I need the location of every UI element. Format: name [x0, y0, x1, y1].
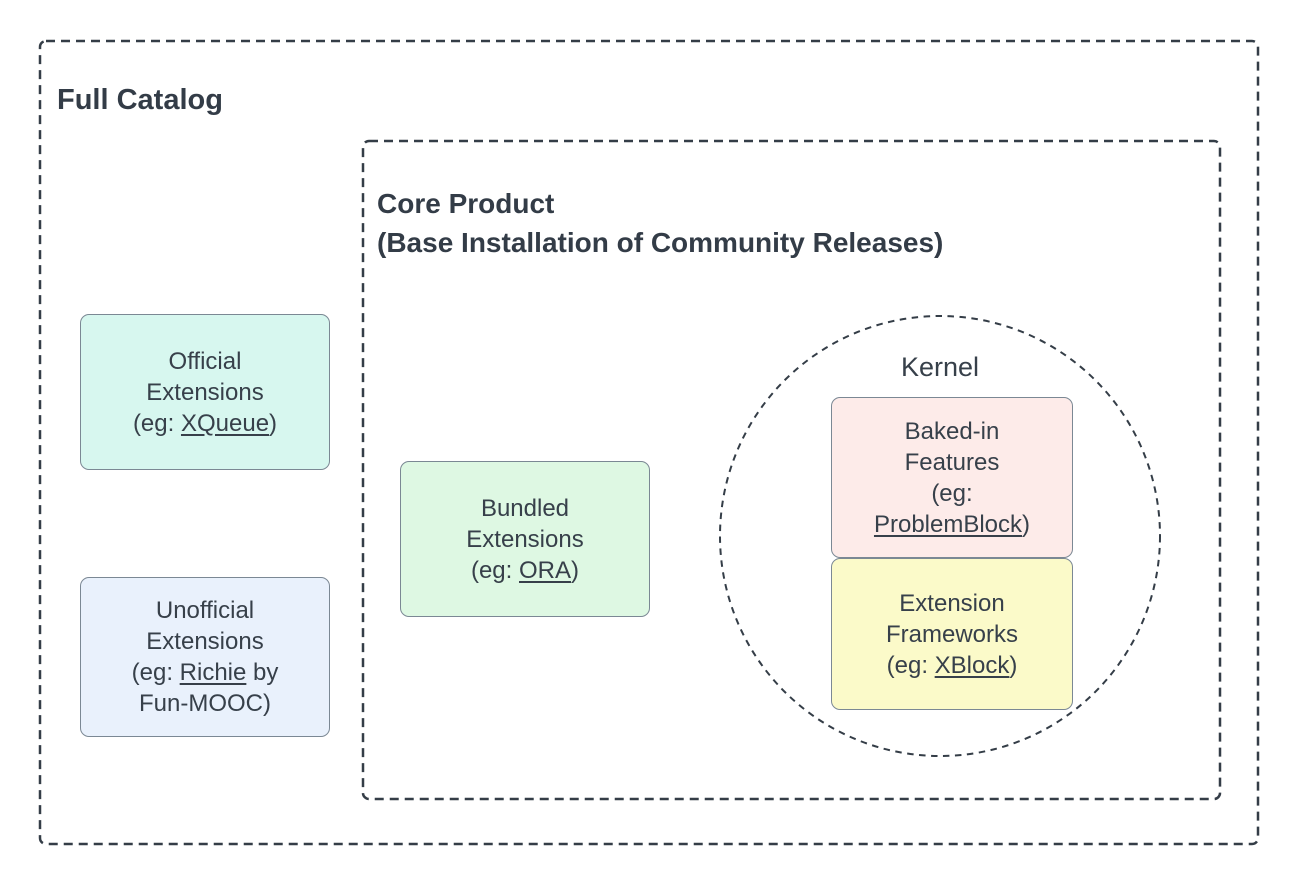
box-line: Extension: [899, 589, 1005, 617]
eg-text: ): [1022, 510, 1031, 538]
box-line: (eg: XQueue): [133, 408, 277, 439]
box-line: (eg: Richie by: [132, 657, 279, 688]
box-line: (eg: ORA): [471, 555, 579, 586]
core-product-title: Core Product (Base Installation of Commu…: [377, 184, 943, 262]
baked-in-features-box: Baked-in Features (eg: ProblemBlock): [831, 397, 1073, 558]
core-product-title-line2: (Base Installation of Community Releases…: [377, 227, 944, 258]
full-catalog-boundary: [38, 39, 1260, 846]
box-line: Fun-MOOC): [139, 690, 271, 717]
extension-frameworks-box: Extension Frameworks (eg: XBlock): [831, 558, 1073, 710]
box-line: Unofficial: [155, 597, 255, 624]
xblock-link[interactable]: XBlock: [934, 651, 1010, 679]
full-catalog-title: Full Catalog: [57, 84, 223, 116]
ora-link[interactable]: ORA: [519, 556, 572, 584]
box-line: Extensions: [466, 525, 584, 553]
bundled-extensions-box: Bundled Extensions (eg: ORA): [400, 461, 650, 617]
box-line: Bundled: [480, 494, 570, 522]
box-line: (eg:: [931, 479, 973, 507]
richie-link[interactable]: Richie: [179, 659, 247, 686]
eg-text: ): [269, 409, 278, 437]
eg-text: (eg:: [886, 651, 935, 679]
box-line: Extensions: [146, 378, 264, 406]
problemblock-link[interactable]: ProblemBlock: [873, 510, 1023, 538]
xqueue-link[interactable]: XQueue: [180, 409, 270, 437]
box-line: Features: [904, 448, 1000, 476]
eg-text: (eg:: [131, 659, 180, 686]
eg-text: (eg:: [470, 556, 519, 584]
box-line: Extensions: [146, 628, 264, 655]
kernel-boundary-circle: [719, 315, 1161, 757]
eg-text: ): [1009, 651, 1018, 679]
unofficial-extensions-box: Unofficial Extensions (eg: Richie by Fun…: [80, 577, 330, 737]
core-product-title-line1: Core Product: [377, 188, 555, 219]
box-line: Baked-in: [904, 417, 1000, 445]
box-line: Frameworks: [885, 620, 1018, 648]
kernel-label: Kernel: [900, 352, 980, 382]
box-line: ProblemBlock): [874, 509, 1030, 540]
box-line: (eg: XBlock): [887, 650, 1018, 681]
eg-text: (eg:: [132, 409, 181, 437]
core-product-boundary: [361, 139, 1222, 801]
eg-text: by: [246, 659, 279, 686]
eg-text: ): [571, 556, 580, 584]
box-line: Official: [168, 347, 242, 375]
official-extensions-box: Official Extensions (eg: XQueue): [80, 314, 330, 470]
